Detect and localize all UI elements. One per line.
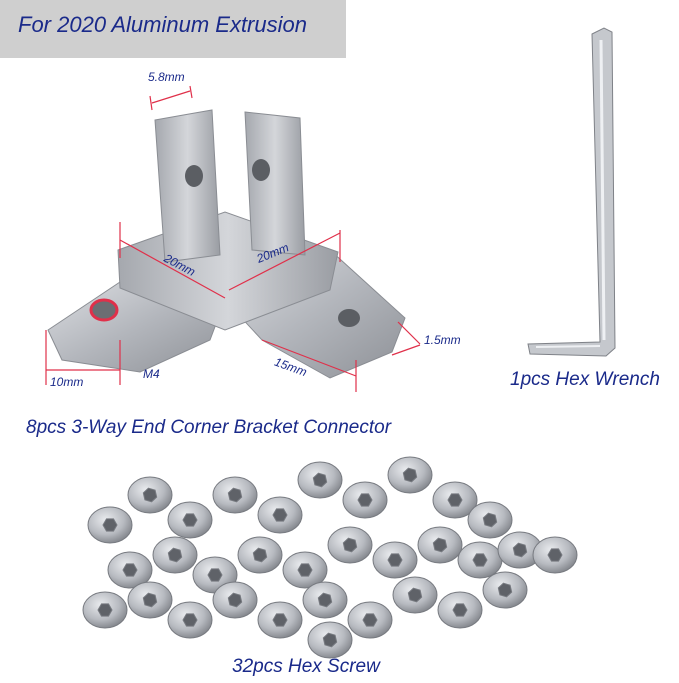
hex-socket (97, 603, 113, 617)
dimension-slot-width: 5.8mm (148, 70, 185, 84)
bracket-caption: 8pcs 3-Way End Corner Bracket Connector (26, 417, 392, 438)
hex-socket (142, 592, 158, 608)
hex-socket (182, 613, 198, 627)
hex-socket (362, 613, 378, 627)
hex-socket (122, 563, 138, 577)
hex-socket (482, 512, 498, 528)
hex-socket (207, 568, 223, 582)
dimension-end-length: 10mm (50, 375, 84, 389)
dimension-thread: M4 (143, 367, 160, 381)
hex-socket (142, 487, 158, 503)
hex-socket (272, 613, 288, 627)
hex-socket (182, 513, 198, 527)
hex-socket (227, 487, 243, 503)
hex-socket (317, 592, 333, 608)
hex-socket (497, 582, 513, 598)
hex-socket (407, 587, 423, 603)
wrench-caption: 1pcs Hex Wrench (510, 369, 660, 390)
dimension-thickness: 1.5mm (424, 333, 461, 347)
hex-socket (342, 537, 358, 553)
hex-socket (472, 553, 488, 567)
hex-socket (512, 542, 528, 558)
hex-socket (102, 518, 118, 532)
hex-socket (547, 548, 563, 562)
hex-socket (227, 592, 243, 608)
hex-socket (167, 547, 183, 563)
hex-socket (402, 467, 418, 483)
hex-socket (312, 472, 328, 488)
hex-socket (252, 547, 268, 563)
banner-title: For 2020 Aluminum Extrusion (18, 12, 307, 37)
hex-socket (387, 553, 403, 567)
hex-socket (357, 493, 373, 507)
hex-socket (447, 493, 463, 507)
title-banner: For 2020 Aluminum Extrusion (0, 0, 346, 58)
hex-socket (272, 508, 288, 522)
hex-socket (297, 563, 313, 577)
hex-socket (452, 603, 468, 617)
hex-socket (432, 537, 448, 553)
hex-socket (322, 632, 338, 648)
screws-caption: 32pcs Hex Screw (232, 656, 380, 677)
